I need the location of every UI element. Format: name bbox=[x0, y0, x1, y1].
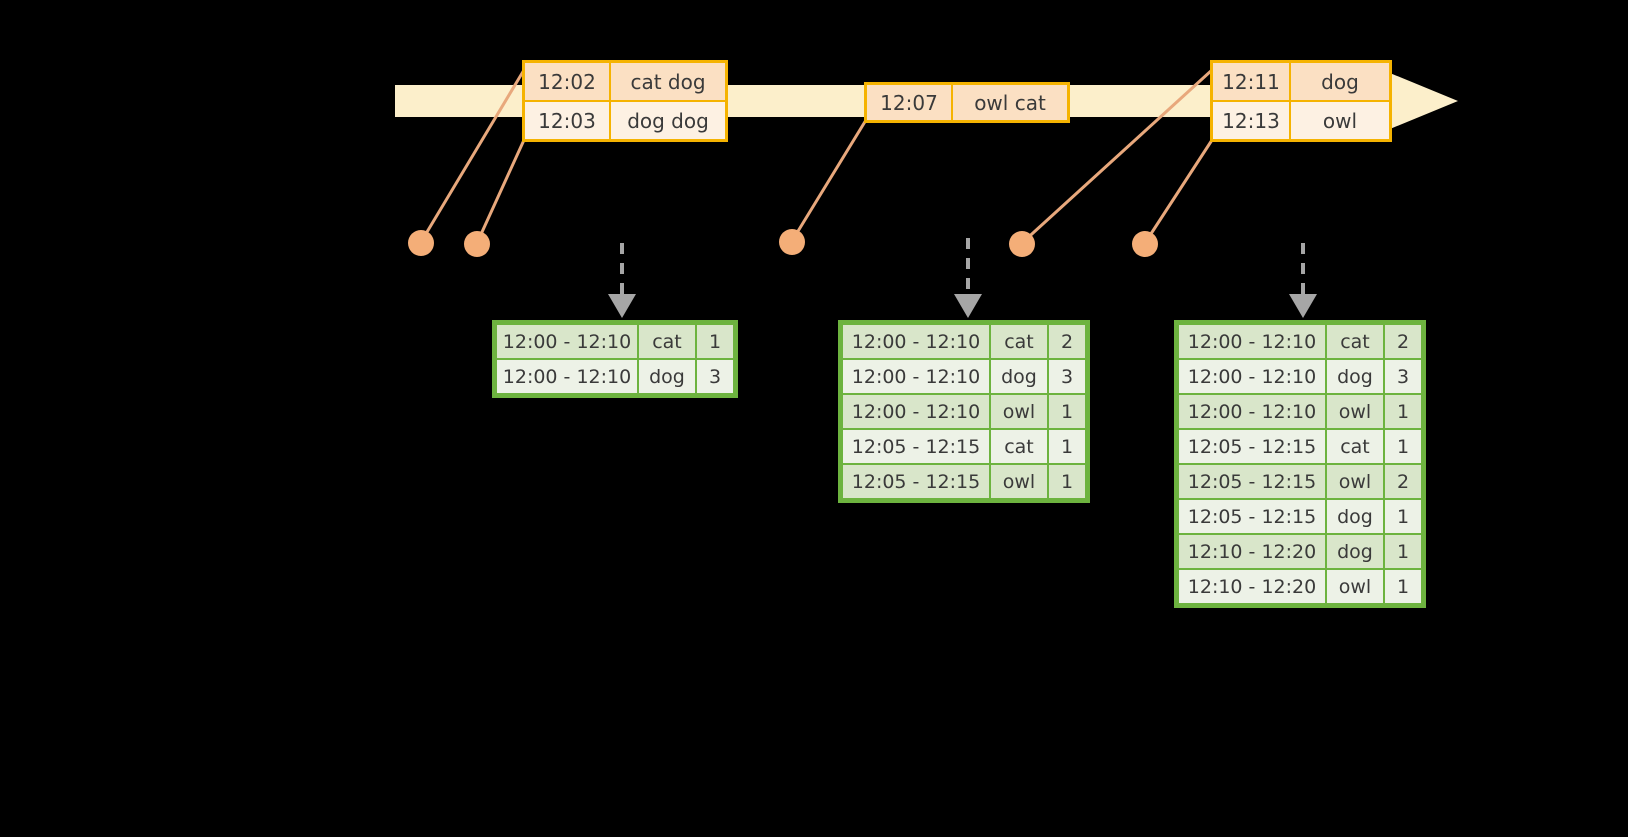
window-cell: 12:00 - 12:10 bbox=[1179, 395, 1325, 428]
key-cell: dog bbox=[1327, 360, 1383, 393]
connector-1202 bbox=[419, 68, 526, 244]
table-row: 12:10 - 12:20 owl 1 bbox=[1179, 570, 1421, 603]
connector-1207 bbox=[790, 118, 868, 243]
window-cell: 12:05 - 12:15 bbox=[1179, 500, 1325, 533]
event-dot-1213[interactable] bbox=[1132, 231, 1158, 257]
event-payload: cat dog bbox=[630, 69, 706, 94]
key-cell: owl bbox=[1327, 465, 1383, 498]
event-box-1[interactable]: 12:02 cat dog 12:03 dog dog bbox=[522, 60, 728, 142]
table-row: 12:00 - 12:10 cat 2 bbox=[843, 325, 1085, 358]
event-payload: owl bbox=[1322, 108, 1358, 133]
table-row: 12:00 - 12:10 owl 1 bbox=[843, 395, 1085, 428]
key-cell: cat bbox=[991, 430, 1047, 463]
count-cell: 1 bbox=[1049, 465, 1085, 498]
event-payload: dog bbox=[1321, 69, 1359, 94]
window-cell: 12:00 - 12:10 bbox=[843, 325, 989, 358]
table-row: 12:10 - 12:20 dog 1 bbox=[1179, 535, 1421, 568]
count-cell: 1 bbox=[697, 325, 733, 358]
table-row: 12:05 - 12:15 owl 1 bbox=[843, 465, 1085, 498]
window-cell: 12:00 - 12:10 bbox=[1179, 325, 1325, 358]
window-cell: 12:00 - 12:10 bbox=[843, 360, 989, 393]
table-row: 12:00 - 12:10 dog 3 bbox=[843, 360, 1085, 393]
key-cell: cat bbox=[1327, 325, 1383, 358]
table-row: 12:05 - 12:15 owl 2 bbox=[1179, 465, 1421, 498]
event-box-3[interactable]: 12:11 dog 12:13 owl bbox=[1210, 60, 1392, 142]
result-table-1[interactable]: 12:00 - 12:10 cat 1 12:00 - 12:10 dog 3 bbox=[492, 320, 738, 398]
count-cell: 3 bbox=[1385, 360, 1421, 393]
key-cell: dog bbox=[1327, 535, 1383, 568]
window-cell: 12:05 - 12:15 bbox=[1179, 465, 1325, 498]
event-time: 12:02 bbox=[525, 63, 611, 100]
count-cell: 3 bbox=[697, 360, 733, 393]
count-cell: 1 bbox=[1385, 500, 1421, 533]
event-dot-1202[interactable] bbox=[408, 230, 434, 256]
event-payload: dog dog bbox=[627, 108, 709, 133]
window-cell: 12:10 - 12:20 bbox=[1179, 535, 1325, 568]
window-cell: 12:05 - 12:15 bbox=[1179, 430, 1325, 463]
window-cell: 12:00 - 12:10 bbox=[1179, 360, 1325, 393]
key-cell: dog bbox=[1327, 500, 1383, 533]
key-cell: cat bbox=[639, 325, 695, 358]
count-cell: 2 bbox=[1049, 325, 1085, 358]
key-cell: owl bbox=[1327, 570, 1383, 603]
key-cell: owl bbox=[1327, 395, 1383, 428]
event-time: 12:13 bbox=[1213, 102, 1291, 139]
window-cell: 12:00 - 12:10 bbox=[497, 325, 637, 358]
connector-1213 bbox=[1143, 138, 1214, 245]
connector-1203 bbox=[475, 138, 526, 245]
key-cell: cat bbox=[991, 325, 1047, 358]
count-cell: 1 bbox=[1049, 395, 1085, 428]
window-cell: 12:05 - 12:15 bbox=[843, 430, 989, 463]
emit-arrows bbox=[608, 238, 1317, 318]
table-row: 12:00 - 12:10 cat 1 bbox=[497, 325, 733, 358]
table-row: 12:00 - 12:10 dog 3 bbox=[1179, 360, 1421, 393]
emit-arrow-1 bbox=[608, 243, 636, 318]
key-cell: dog bbox=[639, 360, 695, 393]
event-row: 12:02 cat dog bbox=[525, 63, 725, 100]
event-time: 12:11 bbox=[1213, 63, 1291, 100]
table-row: 12:05 - 12:15 cat 1 bbox=[1179, 430, 1421, 463]
table-row: 12:00 - 12:10 dog 3 bbox=[497, 360, 733, 393]
count-cell: 1 bbox=[1049, 430, 1085, 463]
count-cell: 1 bbox=[1385, 570, 1421, 603]
key-cell: owl bbox=[991, 395, 1047, 428]
result-table-3[interactable]: 12:00 - 12:10 cat 2 12:00 - 12:10 dog 3 … bbox=[1174, 320, 1426, 608]
table-row: 12:05 - 12:15 dog 1 bbox=[1179, 500, 1421, 533]
event-row: 12:03 dog dog bbox=[525, 100, 725, 139]
key-cell: dog bbox=[991, 360, 1047, 393]
window-cell: 12:00 - 12:10 bbox=[497, 360, 637, 393]
event-time: 12:03 bbox=[525, 102, 611, 139]
count-cell: 1 bbox=[1385, 430, 1421, 463]
event-row: 12:07 owl cat bbox=[867, 85, 1067, 120]
event-dot-1207[interactable] bbox=[779, 229, 805, 255]
count-cell: 1 bbox=[1385, 395, 1421, 428]
event-box-2[interactable]: 12:07 owl cat bbox=[864, 82, 1070, 123]
result-table-2[interactable]: 12:00 - 12:10 cat 2 12:00 - 12:10 dog 3 … bbox=[838, 320, 1090, 503]
event-row: 12:13 owl bbox=[1213, 100, 1389, 139]
key-cell: cat bbox=[1327, 430, 1383, 463]
count-cell: 1 bbox=[1385, 535, 1421, 568]
emit-arrow-3 bbox=[1289, 243, 1317, 318]
table-row: 12:05 - 12:15 cat 1 bbox=[843, 430, 1085, 463]
emit-arrow-2 bbox=[954, 238, 982, 318]
window-cell: 12:00 - 12:10 bbox=[843, 395, 989, 428]
window-cell: 12:10 - 12:20 bbox=[1179, 570, 1325, 603]
table-row: 12:00 - 12:10 owl 1 bbox=[1179, 395, 1421, 428]
event-dot-1211[interactable] bbox=[1009, 231, 1035, 257]
table-row: 12:00 - 12:10 cat 2 bbox=[1179, 325, 1421, 358]
count-cell: 3 bbox=[1049, 360, 1085, 393]
key-cell: owl bbox=[991, 465, 1047, 498]
count-cell: 2 bbox=[1385, 465, 1421, 498]
event-row: 12:11 dog bbox=[1213, 63, 1389, 100]
window-cell: 12:05 - 12:15 bbox=[843, 465, 989, 498]
event-time: 12:07 bbox=[867, 85, 953, 120]
event-dot-1203[interactable] bbox=[464, 231, 490, 257]
count-cell: 2 bbox=[1385, 325, 1421, 358]
event-payload: owl cat bbox=[974, 90, 1046, 115]
